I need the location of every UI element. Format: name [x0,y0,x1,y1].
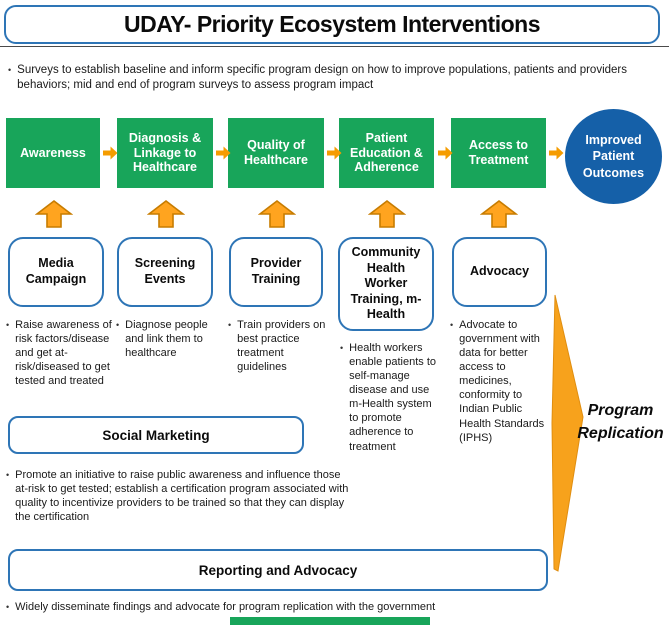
up-arrow-icon [368,199,406,228]
stage-quality-healthcare: Quality of Healthcare [228,118,324,188]
flow-arrow-icon [327,146,342,160]
note-text: Advocate to government with data for bet… [459,319,545,444]
program-replication-arrow-icon [551,294,584,572]
note-text: Diagnose people and link them to healthc… [125,319,208,360]
social-marketing-box: Social Marketing [8,416,304,454]
intervention-label: Advocacy [469,264,530,279]
note-text: Widely disseminate findings and advocate… [15,601,436,613]
intervention-label: Provider Training [250,256,302,286]
intervention-label: Community Health Worker Training, m-Heal… [350,244,422,322]
survey-note: • Surveys to establish baseline and info… [8,63,638,92]
survey-note-text: Surveys to establish baseline and inform… [17,64,627,91]
intervention-provider-training: Provider Training [229,237,323,307]
title-banner: UDAY- Priority Ecosystem Interventions [4,5,660,44]
up-arrow-icon [35,199,73,228]
stage-label: Diagnosis & Linkage to Healthcare [128,130,202,175]
stage-label: Quality of Healthcare [244,138,308,167]
note-provider-training: • Train providers on best practice treat… [228,318,330,374]
note-media-campaign: • Raise awareness of risk factors/diseas… [6,318,118,388]
intervention-screening-events: Screening Events [117,237,213,307]
social-marketing-note: • Promote an initiative to raise public … [6,468,354,524]
flow-arrow-icon [549,146,564,160]
up-arrow-icon [258,199,296,228]
intervention-media-campaign: Media Campaign [8,237,104,307]
bullet-marker: • [340,343,344,353]
bullet-marker: • [6,320,10,330]
page-title: UDAY- Priority Ecosystem Interventions [123,11,541,37]
stage-label: Access to Treatment [468,138,529,167]
note-text: Promote an initiative to raise public aw… [15,469,349,524]
stage-label: Patient Education & Adherence [350,130,423,175]
program-replication-label: Program Replication [577,402,664,443]
bullet-marker: • [6,602,10,612]
bullet-marker: • [228,320,232,330]
bottom-green-bar [230,617,430,625]
bullet-marker: • [116,320,120,330]
bullet-marker: • [6,470,10,480]
intervention-chw-training: Community Health Worker Training, m-Heal… [338,237,434,331]
outcome-circle: Improved Patient Outcomes [565,109,662,204]
flow-arrow-icon [103,146,118,160]
note-text: Health workers enable patients to self-m… [349,342,437,453]
divider-line [0,46,669,47]
bullet-marker: • [450,320,454,330]
outcome-label: Improved Patient Outcomes [582,133,645,180]
bullet-marker: • [8,65,12,75]
social-marketing-label: Social Marketing [102,427,210,443]
note-advocacy: • Advocate to government with data for b… [450,318,554,445]
stage-label: Awareness [20,145,86,160]
note-text: Train providers on best practice treatme… [237,319,326,374]
reporting-note: • Widely disseminate findings and advoca… [6,600,626,615]
note-text: Raise awareness of risk factors/disease … [15,319,112,388]
up-arrow-icon [480,199,518,228]
intervention-label: Screening Events [134,256,196,286]
up-arrow-icon [147,199,185,228]
stage-awareness: Awareness [6,118,100,188]
reporting-advocacy-box: Reporting and Advocacy [8,549,548,591]
stage-diagnosis-linkage: Diagnosis & Linkage to Healthcare [117,118,213,188]
flow-arrow-icon [216,146,231,160]
note-chw-training: • Health workers enable patients to self… [340,341,440,454]
flow-arrow-icon [438,146,453,160]
stage-access-treatment: Access to Treatment [451,118,546,188]
reporting-advocacy-label: Reporting and Advocacy [198,562,358,578]
intervention-advocacy: Advocacy [452,237,547,307]
stage-patient-education: Patient Education & Adherence [339,118,434,188]
note-screening-events: • Diagnose people and link them to healt… [116,318,220,360]
intervention-label: Media Campaign [25,256,87,286]
